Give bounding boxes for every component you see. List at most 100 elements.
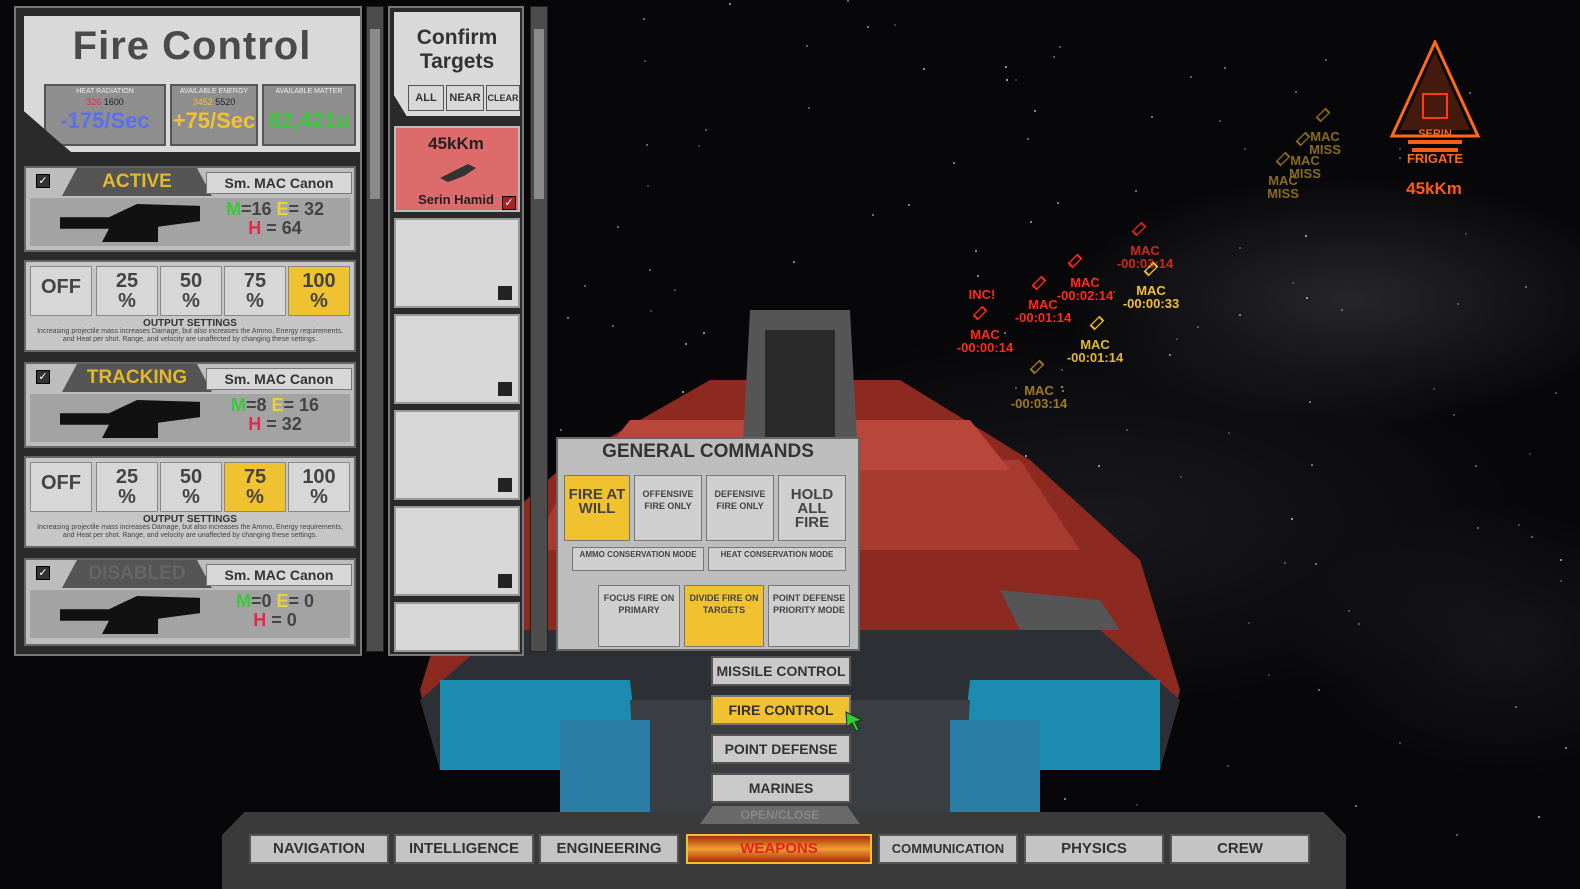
star	[1465, 232, 1468, 235]
fire-control-button[interactable]: FIRE CONTROL	[711, 695, 851, 725]
star	[646, 185, 649, 188]
weapon-1-checkbox[interactable]: ✓	[36, 174, 50, 188]
star	[1168, 353, 1171, 356]
general-commands-title: GENERAL COMMANDS	[602, 441, 814, 462]
target-near-button[interactable]: NEAR	[446, 85, 484, 111]
slot-checkbox[interactable]	[498, 382, 512, 396]
output-2-50[interactable]: 50%	[160, 462, 222, 512]
target-distance: 45kKm	[428, 134, 484, 153]
target-slot-empty[interactable]	[394, 314, 520, 404]
offensive-fire-only-button[interactable]: OFFENSIVE FIRE ONLY	[634, 475, 702, 541]
target-all-button[interactable]: ALL	[408, 85, 444, 111]
fire-control-scrollbar[interactable]	[366, 6, 384, 652]
target-slot-empty[interactable]	[394, 410, 520, 500]
output-1-off[interactable]: OFF	[30, 266, 92, 316]
confirm-targets-scrollbar[interactable]	[530, 6, 548, 652]
star	[871, 213, 874, 216]
output-2-75[interactable]: 75%	[224, 462, 286, 512]
output-2-100[interactable]: 100%	[288, 462, 350, 512]
fire-control-header: Fire Control HEAT RADIATION 326 1600 -17…	[24, 16, 360, 152]
nav-intelligence[interactable]: INTELLIGENCE	[394, 834, 534, 864]
fire-at-will-button[interactable]: FIRE AT WILL	[564, 475, 630, 541]
nav-weapons[interactable]: WEAPONS	[686, 834, 872, 864]
general-commands-panel: GENERAL COMMANDS FIRE AT WILL OFFENSIVE …	[556, 437, 860, 651]
enemy-frigate-marker-icon[interactable]	[1388, 40, 1482, 158]
star	[1238, 314, 1241, 317]
projectile-marker: MAC -00:03:14	[1010, 383, 1068, 411]
enemy-faction-label: SERIN	[1418, 128, 1452, 140]
target-card-serin-hamid[interactable]: 45kKm Serin Hamid ✓	[394, 126, 520, 212]
nav-physics[interactable]: PHYSICS	[1024, 834, 1164, 864]
weapon-3-state[interactable]: DISABLED	[62, 560, 212, 588]
star	[1029, 221, 1032, 224]
point-defense-priority-button[interactable]: POINT DEFENSE PRIORITY MODE	[768, 585, 850, 647]
star	[1267, 673, 1270, 676]
star	[1224, 67, 1227, 70]
output-1-75[interactable]: 75%	[224, 266, 286, 316]
confirm-targets-scroll-thumb[interactable]	[534, 29, 544, 199]
star	[1058, 45, 1061, 48]
marines-button[interactable]: MARINES	[711, 773, 851, 803]
nav-communication[interactable]: COMMUNICATION	[878, 834, 1018, 864]
star	[846, 0, 849, 3]
star	[1151, 116, 1154, 119]
star	[1015, 386, 1018, 389]
target-slot-empty[interactable]	[394, 602, 520, 652]
output-2-25[interactable]: 25%	[96, 462, 158, 512]
slot-checkbox[interactable]	[498, 478, 512, 492]
incoming-warning: INC!	[968, 287, 996, 302]
star	[1284, 562, 1287, 565]
star	[1347, 609, 1350, 612]
star	[1053, 56, 1056, 59]
fire-control-scroll-thumb[interactable]	[370, 29, 380, 199]
star	[728, 2, 731, 5]
star	[643, 60, 646, 63]
target-clear-button[interactable]: CLEAR	[486, 85, 520, 111]
output-1-50[interactable]: 50%	[160, 266, 222, 316]
weapon-3-h: 0	[286, 610, 297, 630]
star	[1310, 464, 1313, 466]
available-matter-readout: AVAILABLE MATTER 82,421u	[262, 84, 356, 146]
target-slot-empty[interactable]	[394, 218, 520, 308]
point-defense-button[interactable]: POINT DEFENSE	[711, 734, 851, 764]
output-2-off[interactable]: OFF	[30, 462, 92, 512]
star	[1529, 452, 1532, 455]
star	[792, 260, 795, 263]
slot-checkbox[interactable]	[498, 574, 512, 588]
star	[1518, 524, 1521, 527]
weapon-1-state[interactable]: ACTIVE	[62, 168, 212, 196]
output-1-25[interactable]: 25%	[96, 266, 158, 316]
heat-conservation-button[interactable]: HEAT CONSERVATION MODE	[708, 547, 846, 571]
defensive-fire-only-button[interactable]: DEFENSIVE FIRE ONLY	[706, 475, 774, 541]
weapon-2-state[interactable]: TRACKING	[62, 364, 212, 392]
target-checkbox[interactable]: ✓	[502, 196, 516, 210]
star	[1060, 386, 1063, 389]
divide-fire-button[interactable]: DIVIDE FIRE ON TARGETS	[684, 585, 764, 647]
star	[1291, 517, 1294, 520]
missile-control-button[interactable]: MISSILE CONTROL	[711, 656, 851, 686]
open-close-toggle[interactable]: OPEN/CLOSE	[700, 806, 860, 824]
hold-all-fire-button[interactable]: HOLD ALL FIRE	[778, 475, 846, 541]
available-energy-readout: AVAILABLE ENERGY 3452 5520 +75/Sec	[170, 84, 258, 146]
projectile-marker: MAC -00:00:14	[956, 327, 1014, 355]
star	[807, 107, 810, 110]
enemy-ship-icon	[440, 164, 476, 182]
star	[645, 143, 648, 146]
star	[612, 324, 615, 327]
target-slot-empty[interactable]	[394, 506, 520, 596]
star	[617, 225, 620, 228]
weapon-2-checkbox[interactable]: ✓	[36, 370, 50, 384]
ammo-conservation-button[interactable]: AMMO CONSERVATION MODE	[572, 547, 704, 571]
focus-fire-button[interactable]: FOCUS FIRE ON PRIMARY	[598, 585, 680, 647]
nav-crew[interactable]: CREW	[1170, 834, 1310, 864]
weapon-3-checkbox[interactable]: ✓	[36, 566, 50, 580]
slot-checkbox[interactable]	[498, 286, 512, 300]
weapon-3-name: Sm. MAC Canon	[206, 564, 352, 586]
star	[584, 284, 587, 287]
nav-navigation[interactable]: NAVIGATION	[249, 834, 389, 864]
star	[893, 24, 896, 27]
nav-engineering[interactable]: ENGINEERING	[539, 834, 679, 864]
output-1-100[interactable]: 100%	[288, 266, 350, 316]
